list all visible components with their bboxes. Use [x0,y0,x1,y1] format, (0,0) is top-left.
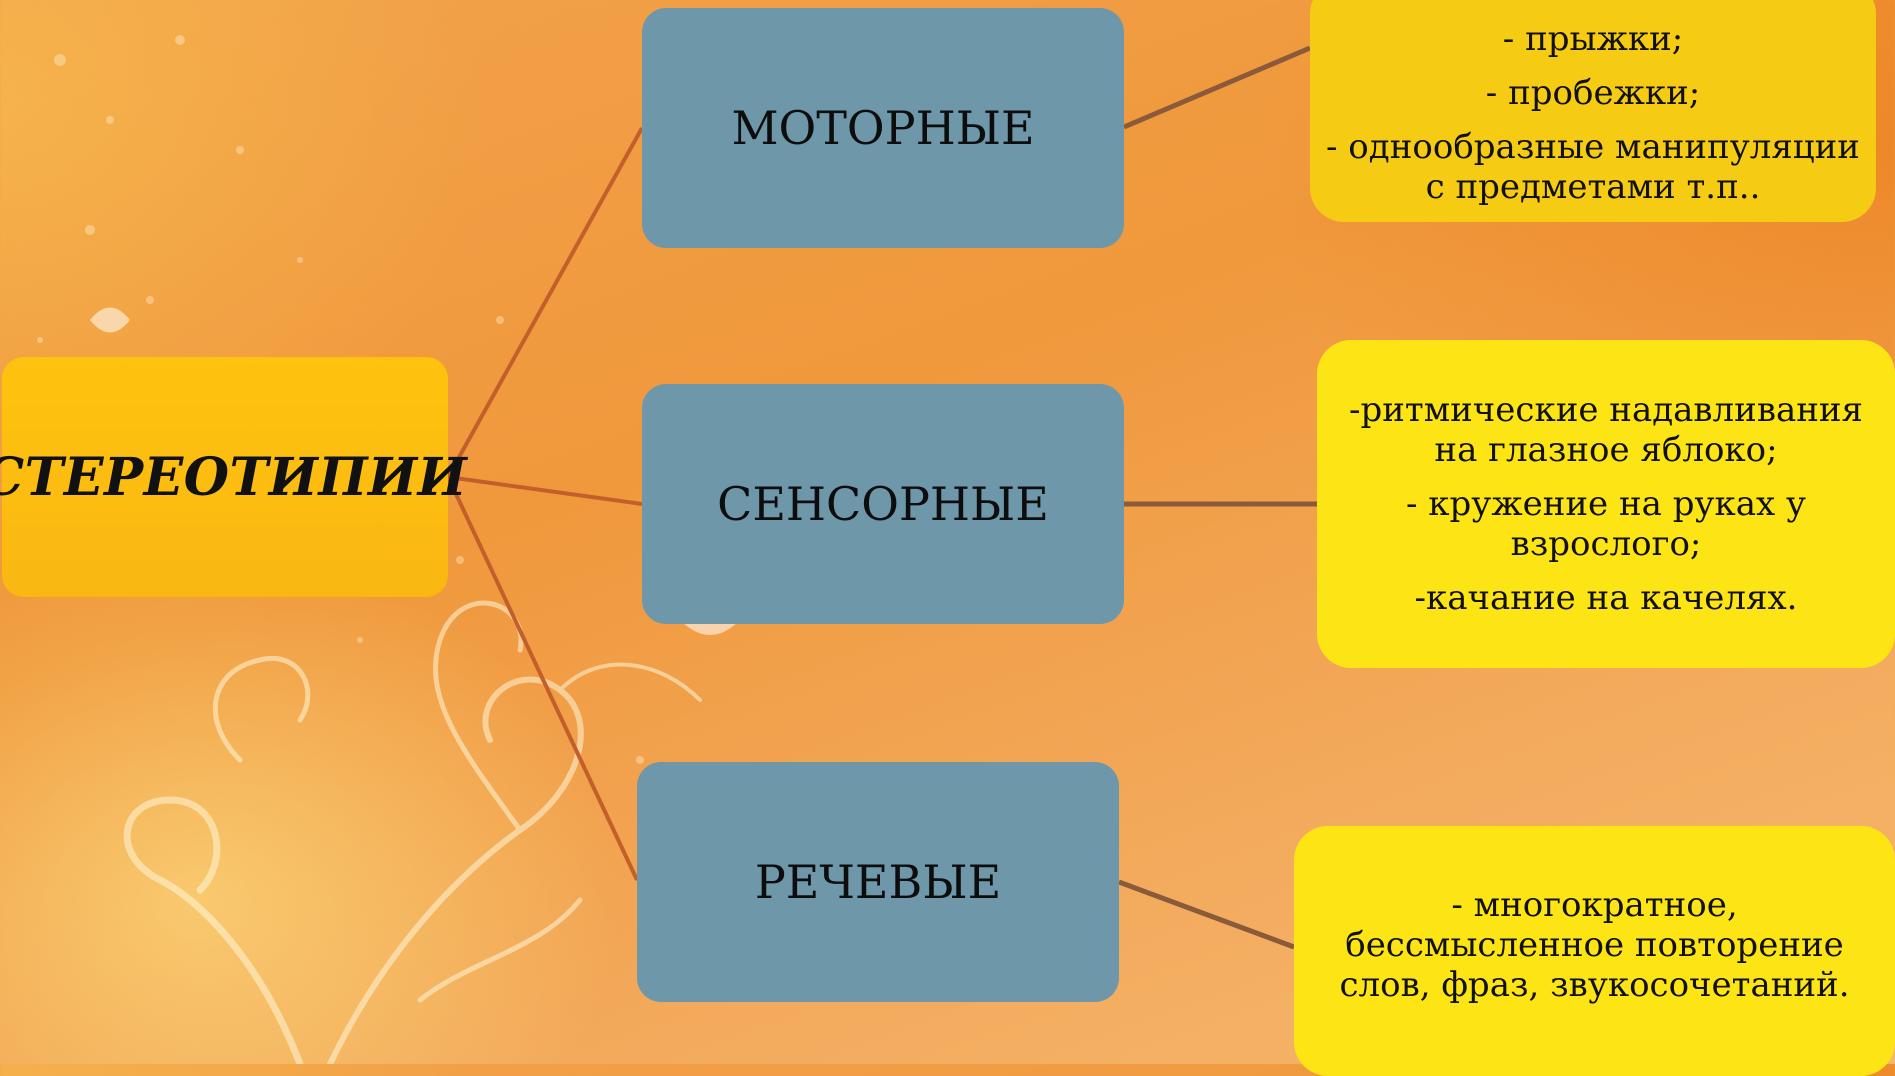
detail-item: - кружение на руках у взрослого; [1406,483,1806,565]
connector-speech-detail [1118,879,1295,950]
category-label-motor: МОТОРНЫЕ [731,101,1035,155]
detail-box-motor: - прыжки; - пробежки; - однообразные ман… [1310,0,1876,222]
detail-item: - пробежки; [1485,72,1701,113]
detail-item: - многократное, бессмысленное повторение… [1339,884,1850,1006]
root-label: СТЕРЕОТИПИИ [0,446,468,508]
category-node-sensor: СЕНСОРНЫЕ [642,384,1124,624]
detail-item: -качание на качелях. [1414,578,1798,619]
root-node: СТЕРЕОТИПИИ [0,357,467,597]
connector-motor-detail [1123,45,1311,130]
category-node-speech: РЕЧЕВЫЕ [637,762,1119,1002]
connector-root-sensor [447,475,643,506]
detail-box-speech: - многократное, бессмысленное повторение… [1294,826,1895,1076]
category-label-sensor: СЕНСОРНЫЕ [717,477,1049,531]
detail-item: - однообразные манипуляции с предметами … [1326,127,1860,208]
connector-root-speech [446,476,639,881]
category-label-speech: РЕЧЕВЫЕ [754,855,1002,909]
detail-item: -ритмические надавливания на глазное ябл… [1348,389,1864,470]
detail-box-sensor: -ритмические надавливания на глазное ябл… [1317,340,1895,668]
connector-root-motor [446,127,644,478]
detail-item: - прыжки; [1502,18,1684,59]
category-node-motor: МОТОРНЫЕ [642,8,1124,248]
